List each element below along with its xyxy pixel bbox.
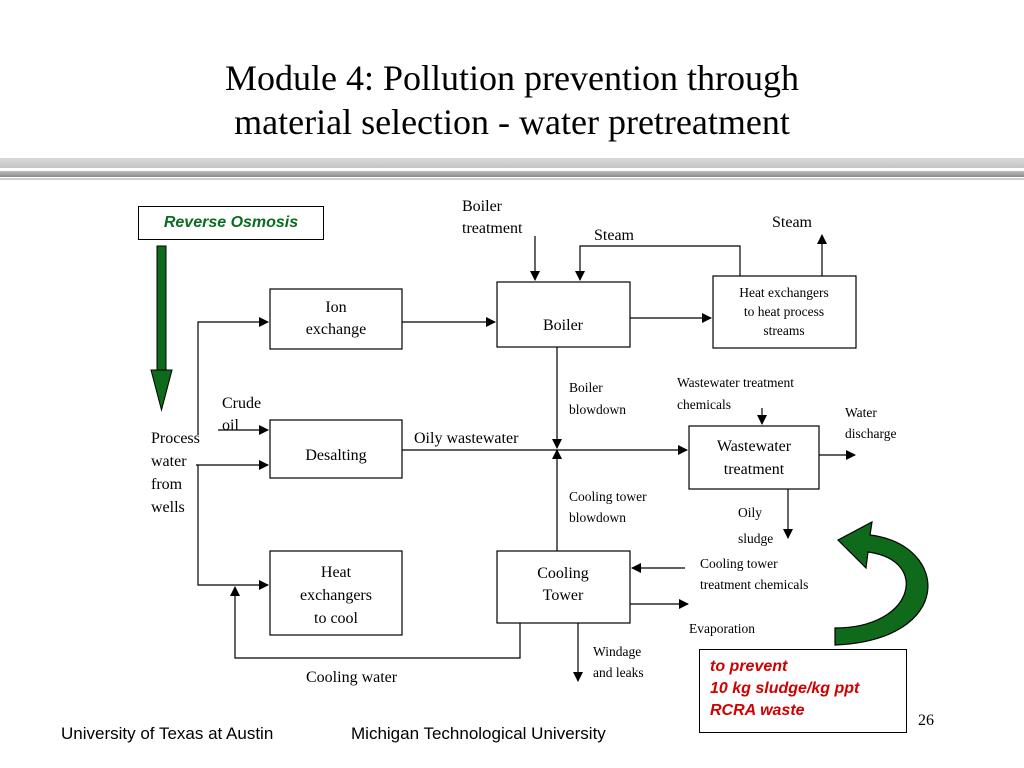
green-down-arrow <box>150 245 173 412</box>
oily-wastewater-label: Oily wastewater <box>414 430 519 447</box>
title-line-2: material selection - water pretreatment <box>234 102 790 142</box>
cooling-tower-line-2: Tower <box>543 587 584 604</box>
ww-chemicals-label-2: chemicals <box>677 397 731 412</box>
windage-label-2: and leaks <box>593 665 644 680</box>
ww-chemicals-label-1: Wastewater treatment <box>677 375 794 390</box>
boiler-blowdown-label-2: blowdown <box>569 402 626 417</box>
windage-label-1: Windage <box>593 644 641 659</box>
cooling-tower-line-1: Cooling <box>537 565 589 582</box>
box-boiler: Boiler <box>496 281 631 348</box>
prevention-line-1: to prevent <box>710 658 788 675</box>
flow-lines <box>196 234 856 682</box>
ct-chemicals-label-1: Cooling tower <box>700 556 778 571</box>
hx-process-line-2: to heat process <box>744 304 824 319</box>
process-water-label-4: wells <box>151 499 185 516</box>
title-line-1: Module 4: Pollution prevention through <box>225 58 799 98</box>
title-divider-dark <box>0 171 1024 177</box>
trunk-to-hx-cool-arrow <box>197 465 269 590</box>
hx-process-line-1: Heat exchangers <box>739 285 829 300</box>
steam-return-arrow <box>575 245 741 281</box>
page-title: Module 4: Pollution prevention through m… <box>0 56 1024 144</box>
box-cooling-tower: Cooling Tower <box>496 550 631 624</box>
process-water-label-1: Process <box>151 430 200 447</box>
prevention-line-2: 10 kg sludge/kg ppt <box>710 680 860 697</box>
box-desalting: Desalting <box>269 419 403 479</box>
oily-sludge-label-2: sludge <box>738 531 773 546</box>
ion-exchange-line-1: Ion <box>325 299 346 316</box>
evaporation-label: Evaporation <box>689 621 755 636</box>
boiler-treatment-label-2: treatment <box>462 220 523 237</box>
cooling-water-label: Cooling water <box>306 669 398 686</box>
hx-process-line-3: streams <box>763 323 804 338</box>
ct-chemicals-label-2: treatment chemicals <box>700 577 808 592</box>
water-discharge-label-1: Water <box>845 405 877 420</box>
water-discharge-label-2: discharge <box>845 426 896 441</box>
process-water-label-2: water <box>151 453 187 470</box>
ww-treatment-line-1: Wastewater <box>717 438 792 455</box>
ww-treatment-line-2: treatment <box>724 461 785 478</box>
crude-oil-label-1: Crude <box>222 395 261 412</box>
steam-loop-label: Steam <box>594 227 635 244</box>
ct-blowdown-label-2: blowdown <box>569 510 626 525</box>
box-ion-exchange: Ion exchange <box>269 288 403 350</box>
box-wastewater-treatment: Wastewater treatment <box>688 425 820 490</box>
green-curved-arrow <box>834 520 929 646</box>
footer-michigan-tech: Michigan Technological University <box>351 724 606 743</box>
ct-blowdown-label-1: Cooling tower <box>569 489 647 504</box>
title-divider-light <box>0 158 1024 168</box>
process-water-label-3: from <box>151 476 183 493</box>
page-number: 26 <box>918 712 934 729</box>
boiler-treatment-label-1: Boiler <box>462 198 503 215</box>
hx-cool-line-1: Heat <box>321 564 352 581</box>
box-heat-exchangers-cool: Heat exchangers to cool <box>269 550 403 636</box>
cooling-water-return-arrow <box>230 586 521 659</box>
oily-sludge-label-1: Oily <box>738 505 762 520</box>
title-divider-thin <box>0 178 1024 180</box>
hx-cool-line-3: to cool <box>314 610 359 627</box>
trunk-to-ion-exchange-arrow <box>197 317 269 435</box>
boiler-label: Boiler <box>543 317 584 334</box>
ion-exchange-line-2: exchange <box>306 321 366 338</box>
boiler-blowdown-label-1: Boiler <box>569 380 603 395</box>
diagram-labels: Boiler treatment Steam Steam Crude oil P… <box>151 198 896 686</box>
prevention-line-3: RCRA waste <box>710 702 805 719</box>
box-heat-exchangers-process: Heat exchangers to heat process streams <box>712 275 857 349</box>
desalting-label: Desalting <box>305 447 366 464</box>
prevention-callout: to prevent 10 kg sludge/kg ppt RCRA wast… <box>699 649 907 733</box>
crude-oil-label-2: oil <box>222 417 239 434</box>
reverse-osmosis-callout: Reverse Osmosis <box>138 206 324 240</box>
steam-out-label: Steam <box>772 214 813 231</box>
footer-university-texas: University of Texas at Austin <box>61 724 274 743</box>
hx-cool-line-2: exchangers <box>300 587 372 604</box>
